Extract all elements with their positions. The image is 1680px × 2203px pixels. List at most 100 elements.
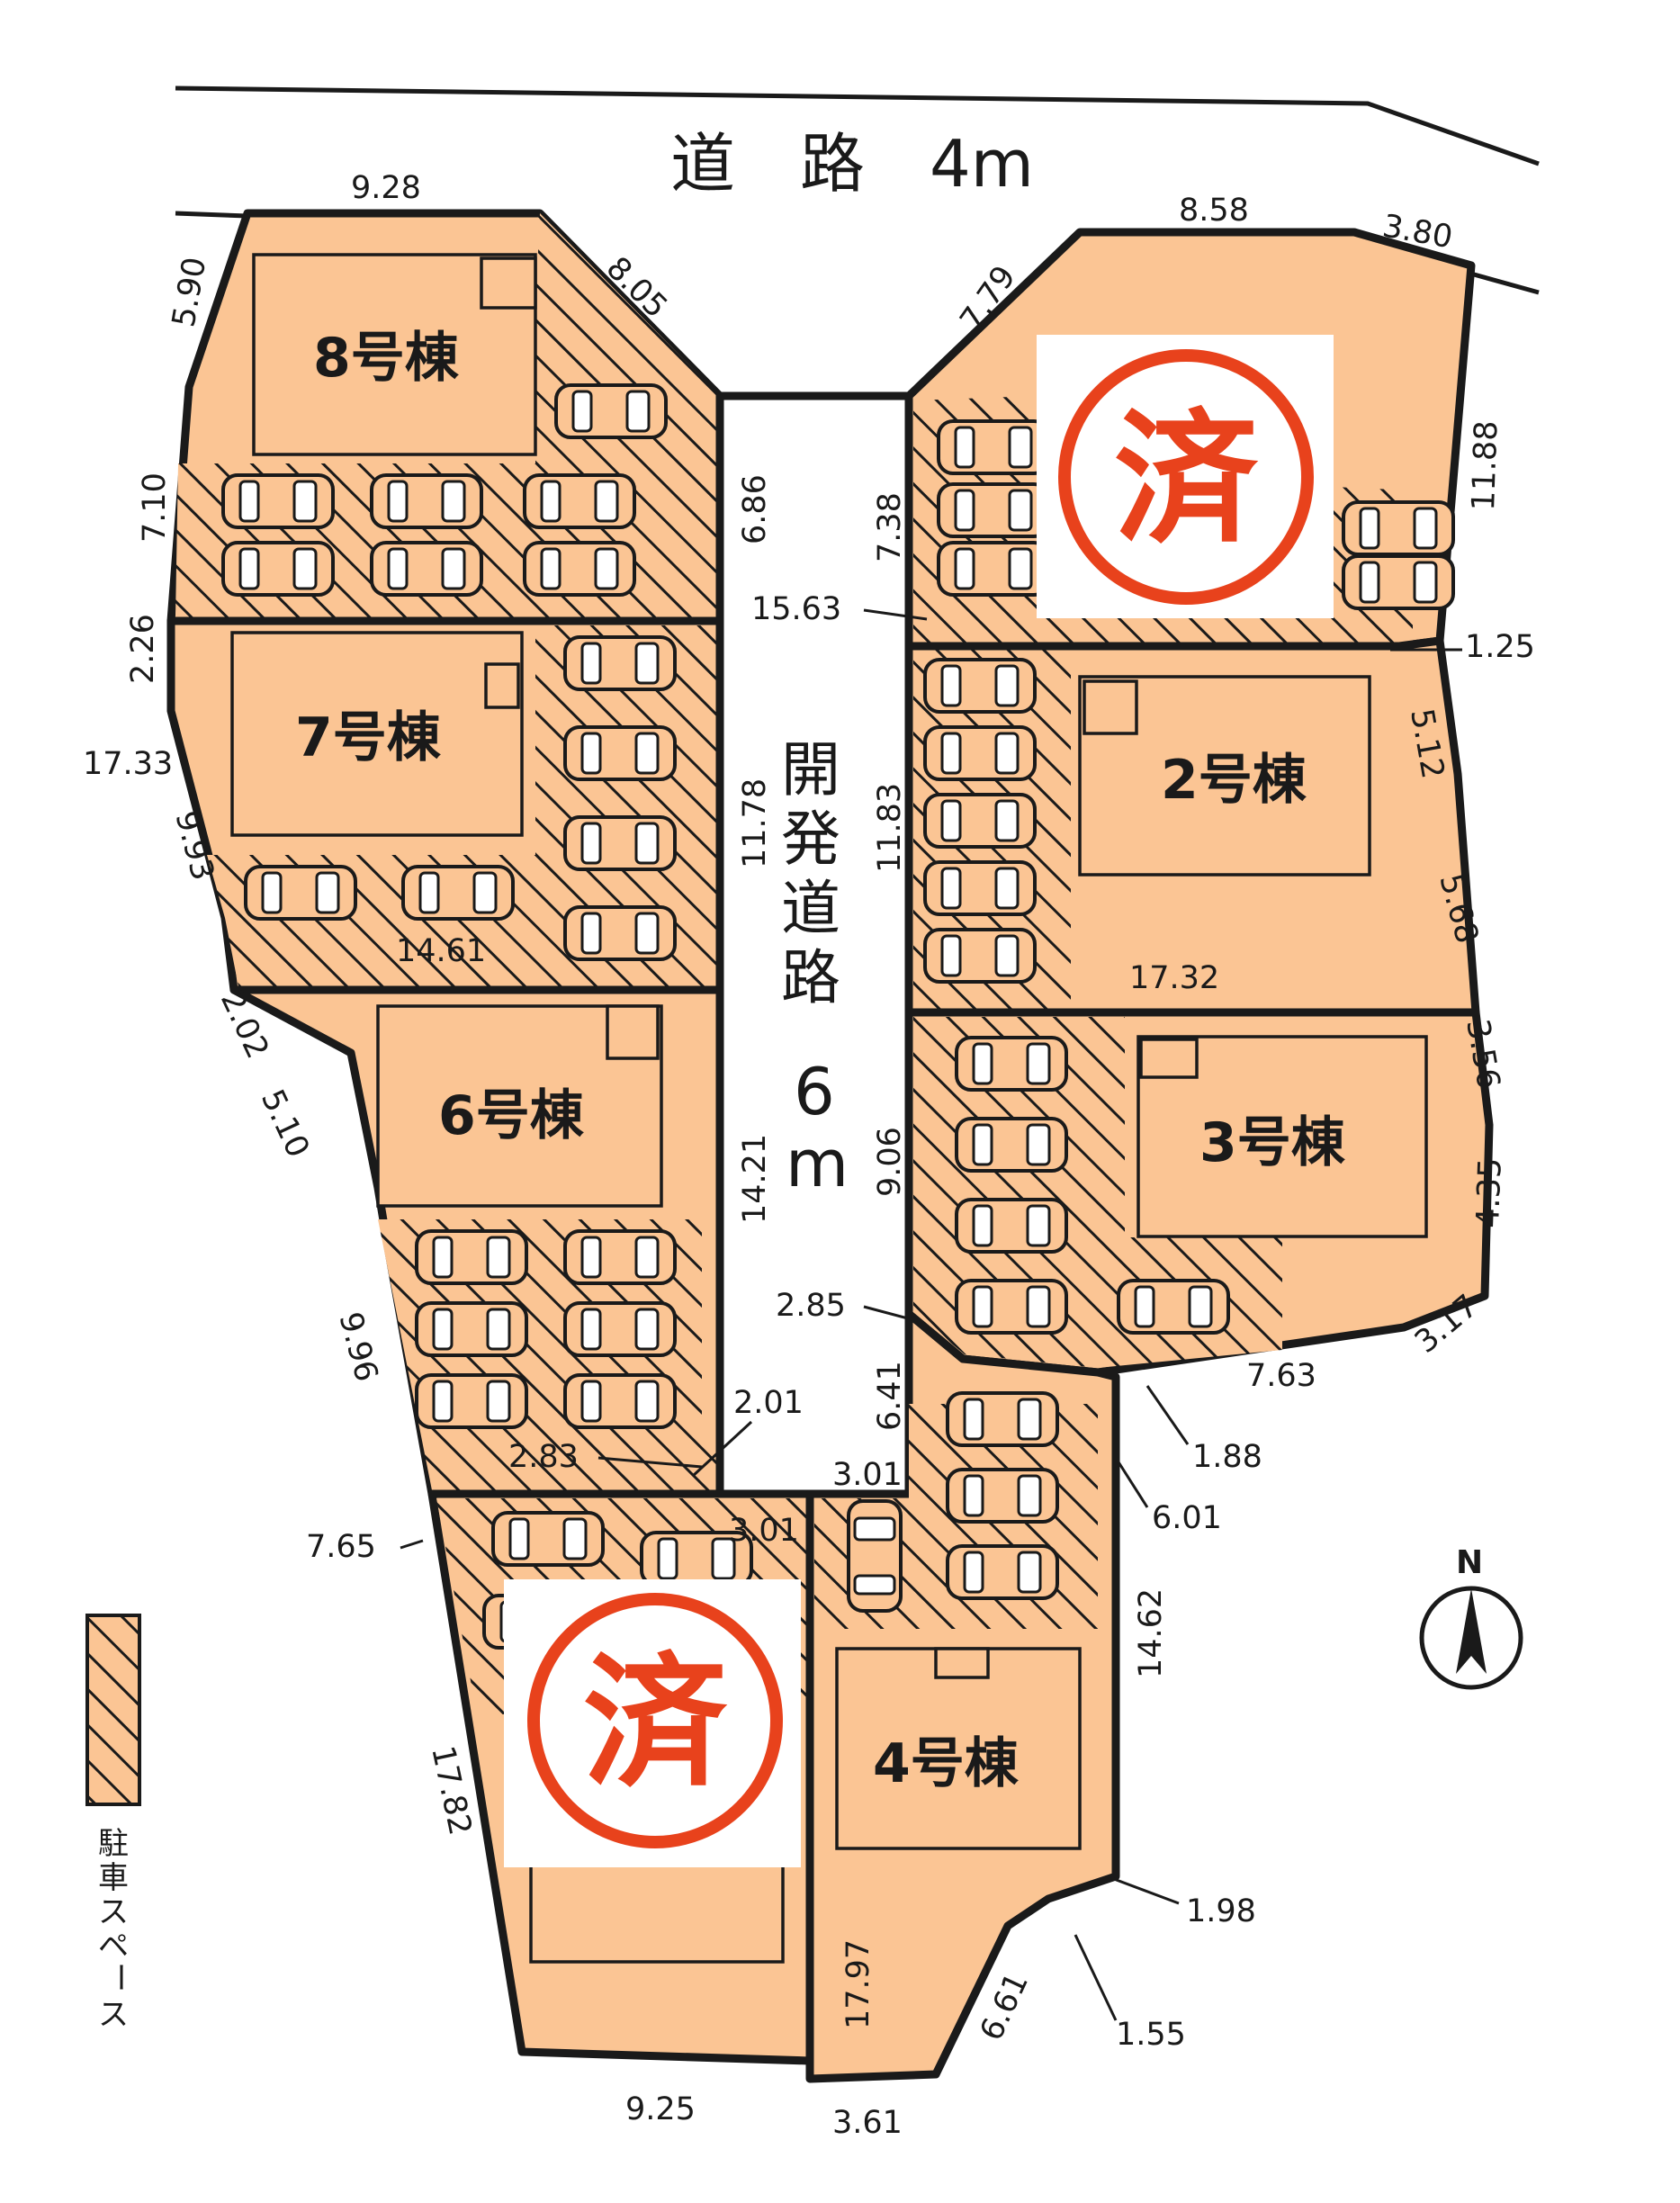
- meas-11-88: 11.88: [1466, 420, 1505, 512]
- parked-car-icon: [1342, 554, 1455, 610]
- parked-car-icon: [847, 1499, 903, 1613]
- meas-5-10: 5.10: [254, 1084, 316, 1164]
- dev-road-char-2: 発: [781, 805, 840, 874]
- meas-15-63: 15.63: [751, 591, 841, 627]
- dev-road-char-3: 道: [781, 874, 840, 943]
- measurement-leaders: [400, 608, 1462, 2021]
- meas-2-01: 2.01: [733, 1385, 804, 1421]
- meas-6-41: 6.41: [872, 1361, 908, 1431]
- meas-17-33: 17.33: [83, 746, 173, 782]
- meas-9-25: 9.25: [625, 2091, 696, 2127]
- entry-7: [484, 662, 520, 709]
- meas-5-90: 5.90: [166, 255, 213, 330]
- entry-8: [480, 256, 537, 310]
- house-4: [835, 1647, 1082, 1850]
- public-road-label: 道 路 4m: [670, 126, 1034, 202]
- meas-8-58: 8.58: [1179, 193, 1249, 229]
- building-label-4: 4号棟: [873, 1732, 1020, 1795]
- meas-14-62: 14.62: [1133, 1588, 1169, 1678]
- dev-road-char-4: 路: [781, 943, 840, 1012]
- legend-hatch-swatch: [85, 1614, 141, 1806]
- parked-car-icon: [370, 541, 483, 597]
- parked-car-icon: [1342, 500, 1455, 556]
- parked-car-icon: [937, 482, 1050, 538]
- entry-4: [934, 1647, 990, 1679]
- parked-car-icon: [523, 541, 636, 597]
- parked-car-icon: [415, 1229, 528, 1285]
- parked-car-icon: [937, 541, 1050, 597]
- sold-stamp-char-1: 済: [1114, 395, 1259, 563]
- compass-label: N: [1456, 1544, 1483, 1581]
- legend: 駐 車 ス ペ ー ス: [85, 1614, 141, 2033]
- meas-6-01: 6.01: [1152, 1500, 1222, 1536]
- building-label-8: 8号棟: [313, 327, 460, 390]
- dev-road-width-digit: 6: [794, 1054, 835, 1129]
- parked-car-icon: [955, 1117, 1068, 1173]
- house-7: [230, 631, 524, 837]
- parked-car-icon: [370, 473, 483, 529]
- building-label-6: 6号棟: [438, 1084, 585, 1147]
- meas-14-21: 14.21: [737, 1134, 773, 1224]
- meas-4-35: 4.35: [1470, 1157, 1509, 1228]
- parked-car-icon: [955, 1198, 1068, 1254]
- meas-3-01a: 3.01: [832, 1457, 903, 1493]
- meas-17-82: 17.82: [424, 1743, 478, 1839]
- meas-9-96: 9.96: [331, 1308, 384, 1386]
- meas-7-10: 7.10: [137, 472, 173, 543]
- meas-3-61: 3.61: [832, 2105, 903, 2141]
- lot-dividers: [171, 616, 1476, 2079]
- parked-car-icon: [946, 1468, 1059, 1524]
- dev-road-label: 開 発 道 路 6 m: [781, 735, 849, 1201]
- sold-stamp-char-2: 済: [583, 1639, 728, 1807]
- parked-car-icon: [563, 1301, 677, 1357]
- building-label-2: 2号棟: [1161, 749, 1307, 812]
- parked-car-icon: [563, 635, 677, 691]
- meas-9-28: 9.28: [351, 170, 421, 206]
- parked-car-icon: [955, 1036, 1068, 1092]
- meas-1-25: 1.25: [1465, 629, 1535, 665]
- compass-needle-icon: [1456, 1588, 1487, 1674]
- entry-3: [1139, 1038, 1199, 1079]
- legend-char-3: ス: [98, 1894, 129, 1930]
- parked-car-icon: [923, 793, 1037, 849]
- parked-car-icon: [955, 1279, 1068, 1335]
- dev-road-width-unit: m: [786, 1126, 849, 1201]
- parked-car-icon: [401, 865, 515, 921]
- parked-car-icon: [523, 473, 636, 529]
- building-label-3: 3号棟: [1199, 1111, 1346, 1174]
- parked-car-icon: [563, 1373, 677, 1429]
- building-label-7: 7号棟: [295, 706, 442, 769]
- meas-14-61: 14.61: [396, 933, 486, 969]
- meas-1-55: 1.55: [1116, 2017, 1186, 2053]
- parked-car-icon: [923, 860, 1037, 916]
- meas-2-83: 2.83: [508, 1439, 579, 1475]
- parked-car-icon: [244, 865, 357, 921]
- meas-3-01b: 3.01: [729, 1513, 799, 1549]
- parked-car-icon: [946, 1391, 1059, 1447]
- parked-car-icon: [563, 1229, 677, 1285]
- dev-road-char-1: 開: [781, 735, 840, 805]
- sold-stamp-lot-1: 済: [1037, 335, 1334, 618]
- meas-11-78: 11.78: [737, 778, 773, 868]
- meas-2-26: 2.26: [125, 614, 161, 684]
- meas-7-65: 7.65: [306, 1529, 376, 1565]
- meas-7-38: 7.38: [872, 492, 908, 562]
- meas-17-32: 17.32: [1129, 960, 1219, 996]
- legend-char-5: ー: [102, 1962, 138, 1992]
- parked-car-icon: [923, 658, 1037, 714]
- meas-17-97: 17.97: [840, 1939, 876, 2029]
- legend-char-1: 駐: [98, 1826, 129, 1862]
- meas-2-85: 2.85: [776, 1288, 846, 1324]
- meas-7-63: 7.63: [1246, 1358, 1316, 1394]
- meas-1-88: 1.88: [1192, 1439, 1262, 1475]
- parked-car-icon: [491, 1511, 605, 1567]
- meas-1-98: 1.98: [1186, 1893, 1256, 1929]
- parked-car-icon: [923, 725, 1037, 781]
- parked-car-icon: [563, 815, 677, 871]
- sold-stamp-lot-5: 済: [504, 1579, 801, 1867]
- legend-char-2: 車: [98, 1860, 129, 1896]
- north-compass: N: [1419, 1544, 1523, 1690]
- legend-char-6: ス: [98, 1997, 129, 2033]
- parked-car-icon: [946, 1544, 1059, 1600]
